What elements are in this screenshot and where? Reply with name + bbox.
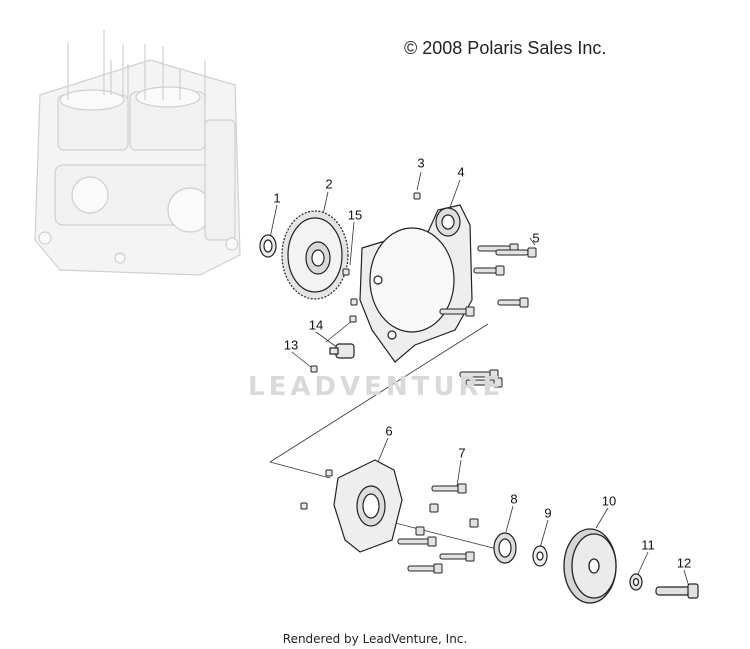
callout-4: 4: [457, 164, 465, 180]
callout-3: 3: [417, 155, 425, 171]
part-11-washer: [629, 573, 643, 591]
callout-7: 7: [458, 445, 466, 461]
copyright-notice: © 2008 Polaris Sales Inc.: [404, 38, 607, 58]
dowels-and-screws: [300, 192, 421, 510]
callout-2: 2: [325, 176, 333, 192]
part-4-case-cover: [359, 204, 473, 363]
part-6-lower-cover: [333, 459, 403, 553]
part-12-bolt: [655, 583, 699, 599]
callout-9: 9: [544, 505, 552, 521]
part-8-seal: [493, 532, 517, 564]
part-1-bushing: [259, 234, 277, 258]
callout-1: 1: [273, 190, 281, 206]
part-14-sensor: [329, 343, 355, 359]
bolts-7: [397, 483, 479, 574]
part-10-pulley: [563, 528, 617, 604]
callout-8: 8: [510, 491, 518, 507]
callout-12: 12: [676, 555, 692, 571]
callout-10: 10: [601, 493, 617, 509]
footer-credit: Rendered by LeadVenture, Inc.: [282, 632, 468, 646]
part-2-gear: [281, 210, 349, 300]
watermark: LEADVENTURE: [248, 372, 505, 402]
part-9-washer: [532, 545, 548, 567]
engine-block-ghost: [34, 30, 241, 276]
bolts-5: [439, 243, 537, 388]
callout-5: 5: [532, 230, 540, 246]
callout-6: 6: [385, 423, 393, 439]
callout-11: 11: [641, 537, 655, 553]
callout-13: 13: [283, 337, 299, 353]
callout-14: 14: [308, 317, 324, 333]
callout-15: 15: [347, 207, 363, 223]
